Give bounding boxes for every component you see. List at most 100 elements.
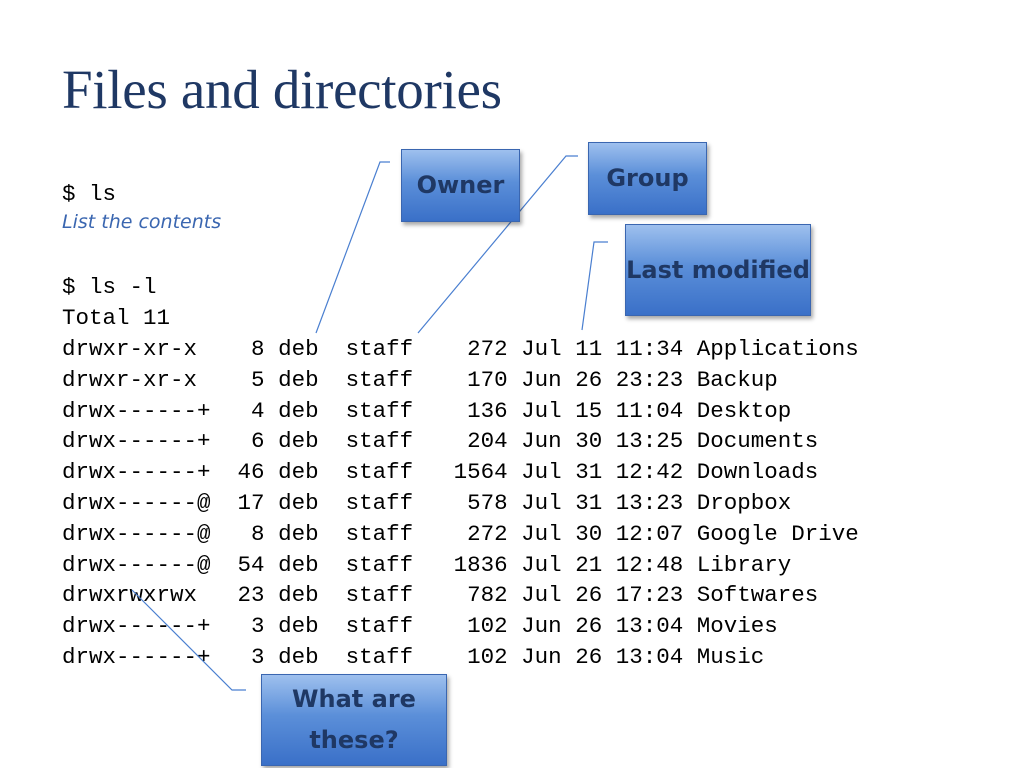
listing-owner: deb [278, 459, 333, 486]
listing-group: staff [345, 613, 414, 640]
listing-day: 11 [575, 336, 603, 362]
listing-name: Library [696, 551, 792, 578]
listing-time: 13:23 [615, 489, 684, 516]
listing-day: 26 [575, 643, 603, 670]
listing-time: 11:04 [615, 397, 684, 424]
listing-perms: drwx------+ [62, 459, 211, 486]
listing-links: 4 [224, 397, 265, 424]
listing-perms: drwx------+ [62, 643, 211, 670]
listing-month: Jul [521, 582, 562, 609]
listing-month: Jul [521, 489, 562, 516]
listing-group: staff [345, 643, 414, 670]
listing-name: Applications [696, 336, 859, 362]
listing-links: 23 [224, 582, 265, 609]
listing-month: Jun [521, 366, 562, 393]
listing-group: staff [345, 582, 414, 609]
listing-size: 170 [426, 366, 508, 393]
listing-time: 11:34 [615, 336, 684, 362]
listing-time: 13:04 [615, 643, 684, 670]
listing-owner: deb [278, 643, 333, 670]
listing-size: 272 [426, 336, 508, 362]
listing-size: 204 [426, 428, 508, 455]
listing-owner: deb [278, 582, 333, 609]
directory-listing: drwxr-xr-x 8 deb staff 272 Jul 11 11:34 … [62, 334, 859, 673]
listing-group: staff [345, 520, 414, 547]
listing-time: 12:07 [615, 520, 684, 547]
listing-day: 15 [575, 397, 603, 424]
listing-owner: deb [278, 489, 333, 516]
listing-group: staff [345, 428, 414, 455]
listing-size: 272 [426, 520, 508, 547]
listing-links: 8 [224, 520, 265, 547]
listing-owner: deb [278, 613, 333, 640]
listing-row: drwx------+ 6 deb staff 204 Jun 30 13:25… [62, 426, 859, 457]
listing-perms: drwxrwxrwx [62, 582, 211, 609]
listing-row: drwxr-xr-x 8 deb staff 272 Jul 11 11:34 … [62, 334, 859, 365]
listing-size: 1836 [426, 551, 508, 578]
listing-name: Backup [696, 366, 778, 393]
listing-size: 782 [426, 582, 508, 609]
listing-perms: drwx------@ [62, 489, 211, 516]
group-leader-line [417, 155, 578, 334]
listing-group: staff [345, 459, 414, 486]
listing-month: Jul [521, 551, 562, 578]
group-callout: Group [588, 142, 707, 215]
listing-owner: deb [278, 397, 333, 424]
listing-links: 17 [224, 489, 265, 516]
listing-time: 12:42 [615, 459, 684, 486]
listing-month: Jul [521, 459, 562, 486]
listing-row: drwx------+ 3 deb staff 102 Jun 26 13:04… [62, 611, 859, 642]
listing-links: 8 [224, 336, 265, 362]
listing-name: Downloads [696, 459, 819, 486]
listing-perms: drwx------+ [62, 428, 211, 455]
owner-callout: Owner [401, 149, 520, 222]
listing-name: Softwares [696, 582, 819, 609]
listing-name: Dropbox [696, 489, 792, 516]
listing-owner: deb [278, 336, 333, 362]
command-ls-description: List the contents [62, 211, 222, 233]
listing-links: 5 [224, 366, 265, 393]
listing-owner: deb [278, 551, 333, 578]
listing-month: Jul [521, 520, 562, 547]
listing-day: 26 [575, 582, 603, 609]
listing-size: 102 [426, 613, 508, 640]
listing-group: staff [345, 366, 414, 393]
listing-owner: deb [278, 520, 333, 547]
listing-group: staff [345, 336, 414, 362]
listing-links: 46 [224, 459, 265, 486]
listing-day: 30 [575, 428, 603, 455]
last-modified-callout: Last modified [625, 224, 811, 316]
listing-name: Google Drive [696, 520, 859, 547]
what-are-these-callout: What are these? [261, 674, 447, 766]
listing-day: 31 [575, 489, 603, 516]
listing-size: 578 [426, 489, 508, 516]
listing-perms: drwx------+ [62, 397, 211, 424]
listing-owner: deb [278, 428, 333, 455]
listing-day: 31 [575, 459, 603, 486]
listing-month: Jun [521, 613, 562, 640]
listing-name: Desktop [696, 397, 792, 424]
listing-time: 23:23 [615, 366, 684, 393]
what-are-these-leader-line [131, 589, 246, 691]
listing-size: 1564 [426, 459, 508, 486]
listing-links: 54 [224, 551, 265, 578]
listing-group: staff [345, 551, 414, 578]
listing-month: Jul [521, 397, 562, 424]
listing-perms: drwx------@ [62, 520, 211, 547]
listing-row: drwx------+ 46 deb staff 1564 Jul 31 12:… [62, 457, 859, 488]
listing-row: drwxrwxrwx 23 deb staff 782 Jul 26 17:23… [62, 580, 859, 611]
listing-links: 3 [224, 613, 265, 640]
listing-time: 17:23 [615, 582, 684, 609]
listing-day: 26 [575, 613, 603, 640]
listing-time: 13:04 [615, 613, 684, 640]
listing-name: Music [696, 643, 765, 670]
listing-time: 13:25 [615, 428, 684, 455]
listing-size: 136 [426, 397, 508, 424]
listing-month: Jul [521, 336, 562, 362]
command-ls-l: $ ls -l [62, 274, 157, 300]
owner-leader-line [315, 161, 390, 334]
listing-perms: drwx------+ [62, 613, 211, 640]
listing-row: drwxr-xr-x 5 deb staff 170 Jun 26 23:23 … [62, 365, 859, 396]
listing-month: Jun [521, 643, 562, 670]
